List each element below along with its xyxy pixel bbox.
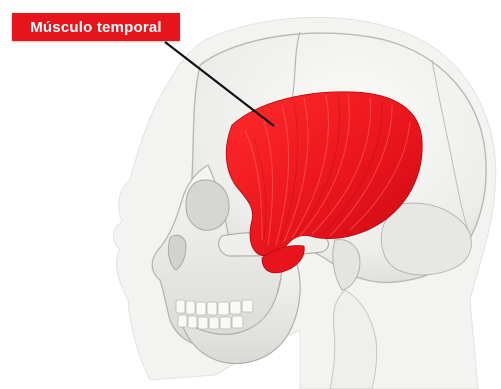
orbit [186, 180, 229, 230]
muscle-label: Músculo temporal [12, 13, 180, 41]
muscle-label-text: Músculo temporal [30, 19, 162, 36]
